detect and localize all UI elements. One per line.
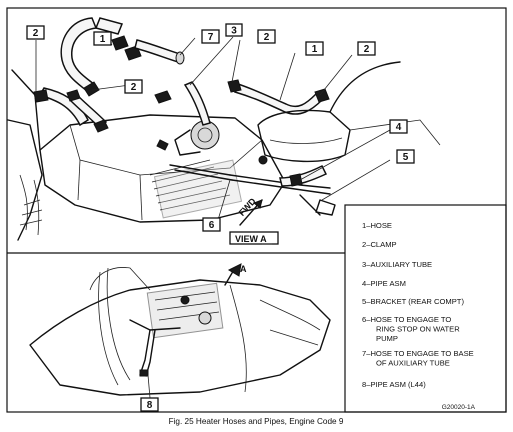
- callout-center-6: 6: [202, 217, 221, 232]
- svg-text:4: 4: [396, 122, 402, 133]
- svg-text:5: 5: [403, 152, 409, 163]
- svg-text:3: 3: [231, 26, 237, 37]
- legend-item: 4–PIPE ASM: [362, 279, 406, 288]
- legend-item: 5–BRACKET (REAR COMPT): [362, 297, 464, 306]
- svg-text:2: 2: [33, 28, 39, 39]
- legend-item-text: 6–HOSE TO ENGAGE TO: [362, 315, 451, 324]
- legend-item-text: OF AUXILIARY TUBE: [376, 359, 450, 368]
- legend-item-text: 3–AUXILIARY TUBE: [362, 260, 432, 269]
- figure-code: G20020-1A: [442, 404, 476, 411]
- callout-top-1-right: 1: [305, 41, 324, 56]
- legend-box: [344, 204, 507, 413]
- svg-text:7: 7: [208, 32, 214, 43]
- callout-right-5: 5: [396, 149, 415, 164]
- svg-text:VIEW A: VIEW A: [235, 234, 267, 244]
- callout-bottom-a: A: [240, 264, 247, 274]
- callout-right-4: 4: [389, 119, 408, 134]
- figure-caption: Fig. 25 Heater Hoses and Pipes, Engine C…: [169, 417, 344, 426]
- svg-text:2: 2: [264, 32, 270, 43]
- legend-item-text: 1–HOSE: [362, 221, 392, 230]
- legend-item-text: 2–CLAMP: [362, 240, 397, 249]
- callout-top-2-mid: 2: [124, 79, 143, 94]
- legend-item-text: 8–PIPE ASM (L44): [362, 380, 426, 389]
- legend: 1–HOSE 2–CLAMP 3–AUXILIARY TUBE 4–PIPE ASM 5…: [362, 221, 474, 389]
- callout-top-2-right: 2: [357, 41, 376, 56]
- svg-text:2: 2: [131, 82, 137, 93]
- legend-item-text: 5–BRACKET (REAR COMPT): [362, 297, 464, 306]
- svg-text:8: 8: [147, 400, 153, 411]
- view-a-label: VIEW A: [229, 231, 279, 245]
- callout-bottom-8: 8: [140, 397, 159, 412]
- svg-text:1: 1: [312, 44, 318, 55]
- callout-top-2-center: 2: [257, 29, 276, 44]
- legend-item-text: PUMP: [376, 334, 398, 343]
- callout-top-1: 1: [93, 31, 112, 46]
- legend-item-text: 7–HOSE TO ENGAGE TO BASE: [362, 349, 474, 358]
- svg-text:2: 2: [364, 44, 370, 55]
- legend-item: 3–AUXILIARY TUBE: [362, 260, 432, 269]
- callout-top-left-2: 2: [26, 25, 45, 40]
- callout-top-3: 3: [225, 23, 243, 37]
- legend-item-text: 4–PIPE ASM: [362, 279, 406, 288]
- legend-item: 1–HOSE: [362, 221, 392, 230]
- vehicle-illustration: [29, 263, 331, 399]
- svg-text:1: 1: [100, 34, 106, 45]
- legend-item: 8–PIPE ASM (L44): [362, 380, 426, 389]
- svg-text:A: A: [240, 264, 247, 274]
- callout-top-7: 7: [201, 29, 220, 44]
- legend-item-text: RING STOP ON WATER: [376, 325, 460, 334]
- svg-text:6: 6: [209, 220, 215, 231]
- engine-illustration: FWD: [7, 17, 441, 241]
- legend-item: 2–CLAMP: [362, 240, 397, 249]
